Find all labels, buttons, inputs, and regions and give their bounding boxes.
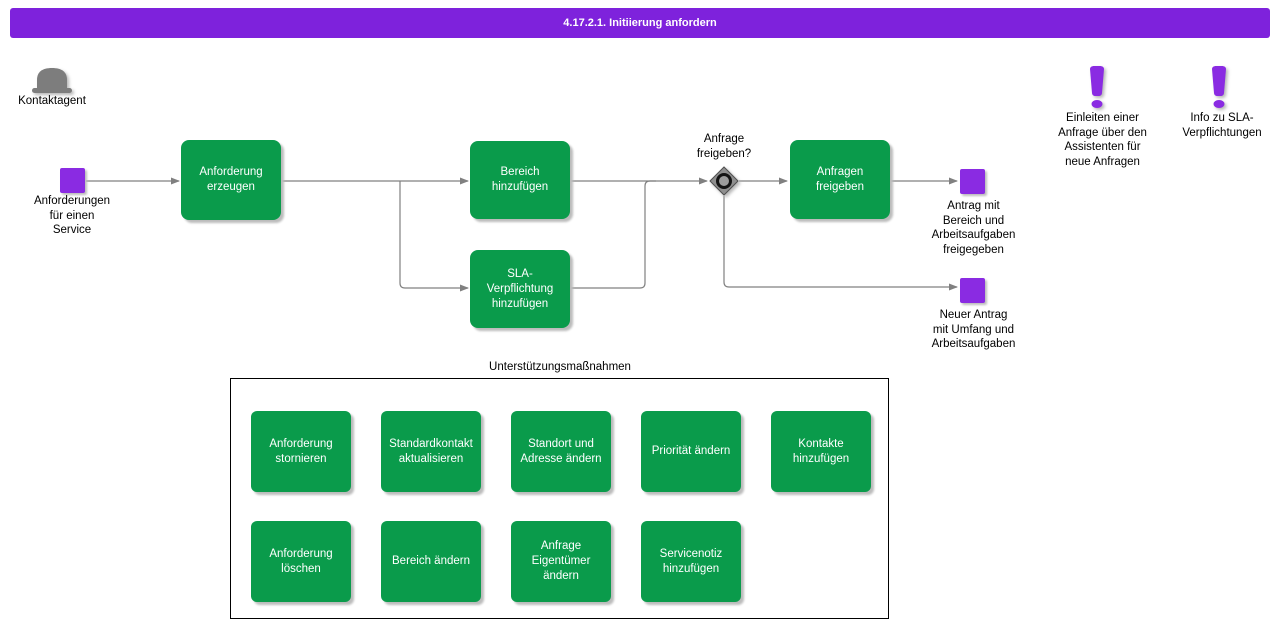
end-event-released [960,169,985,194]
support-task-change-owner[interactable]: Anfrage Eigentümer ändern [511,521,611,602]
diagram-title-bar: 4.17.2.1. Initiierung anfordern [10,8,1270,38]
connector-sla-merge [571,180,656,289]
actor-label: Kontaktagent [18,95,86,107]
diagram-title: 4.17.2.1. Initiierung anfordern [563,17,717,29]
start-event [60,168,85,193]
support-task-change-address[interactable]: Standort und Adresse ändern [511,411,611,492]
start-event-label: Anforderungen für einen Service [33,195,111,236]
end-event-new-request [960,278,985,303]
end-event-released-label: Antrag mit Bereich und Arbeitsaufgaben f… [931,200,1016,256]
end-event-new-request-label: Neuer Antrag mit Umfang und Arbeitsaufga… [931,309,1016,350]
support-group-title: Unterstützungsmaßnahmen [489,361,631,373]
support-task-change-area[interactable]: Bereich ändern [381,521,481,602]
note-wizard-label[interactable]: Einleiten einer Anfrage über den Assiste… [1058,112,1147,168]
task-add-area[interactable]: Bereich hinzufügen [470,141,570,219]
task-release-requests[interactable]: Anfragen freigeben [790,140,890,219]
exclamation-icon[interactable] [1086,66,1110,112]
support-task-cancel-request[interactable]: Anforderung stornieren [251,411,351,492]
note-sla-info-label[interactable]: Info zu SLA- Verpflichtungen [1182,112,1262,139]
gateway-label: Anfrage freigeben? [696,133,752,160]
connector-gateway-to-end2 [723,196,958,291]
exclamation-icon[interactable] [1208,66,1232,112]
gateway-icon [709,166,739,196]
support-task-update-contact[interactable]: Standardkontakt aktualisieren [381,411,481,492]
support-group-box: Anforderung stornieren Standardkontakt a… [230,378,889,619]
connector-branch-to-sla [399,181,469,292]
support-task-delete-request[interactable]: Anforderung löschen [251,521,351,602]
task-create-request[interactable]: Anforderung erzeugen [181,140,281,220]
support-task-change-priority[interactable]: Priorität ändern [641,411,741,492]
support-task-add-note[interactable]: Servicenotiz hinzufügen [641,521,741,602]
support-task-add-contacts[interactable]: Kontakte hinzufügen [771,411,871,492]
task-add-sla[interactable]: SLA- Verpflichtung hinzufügen [470,250,570,328]
hat-icon [32,68,72,93]
